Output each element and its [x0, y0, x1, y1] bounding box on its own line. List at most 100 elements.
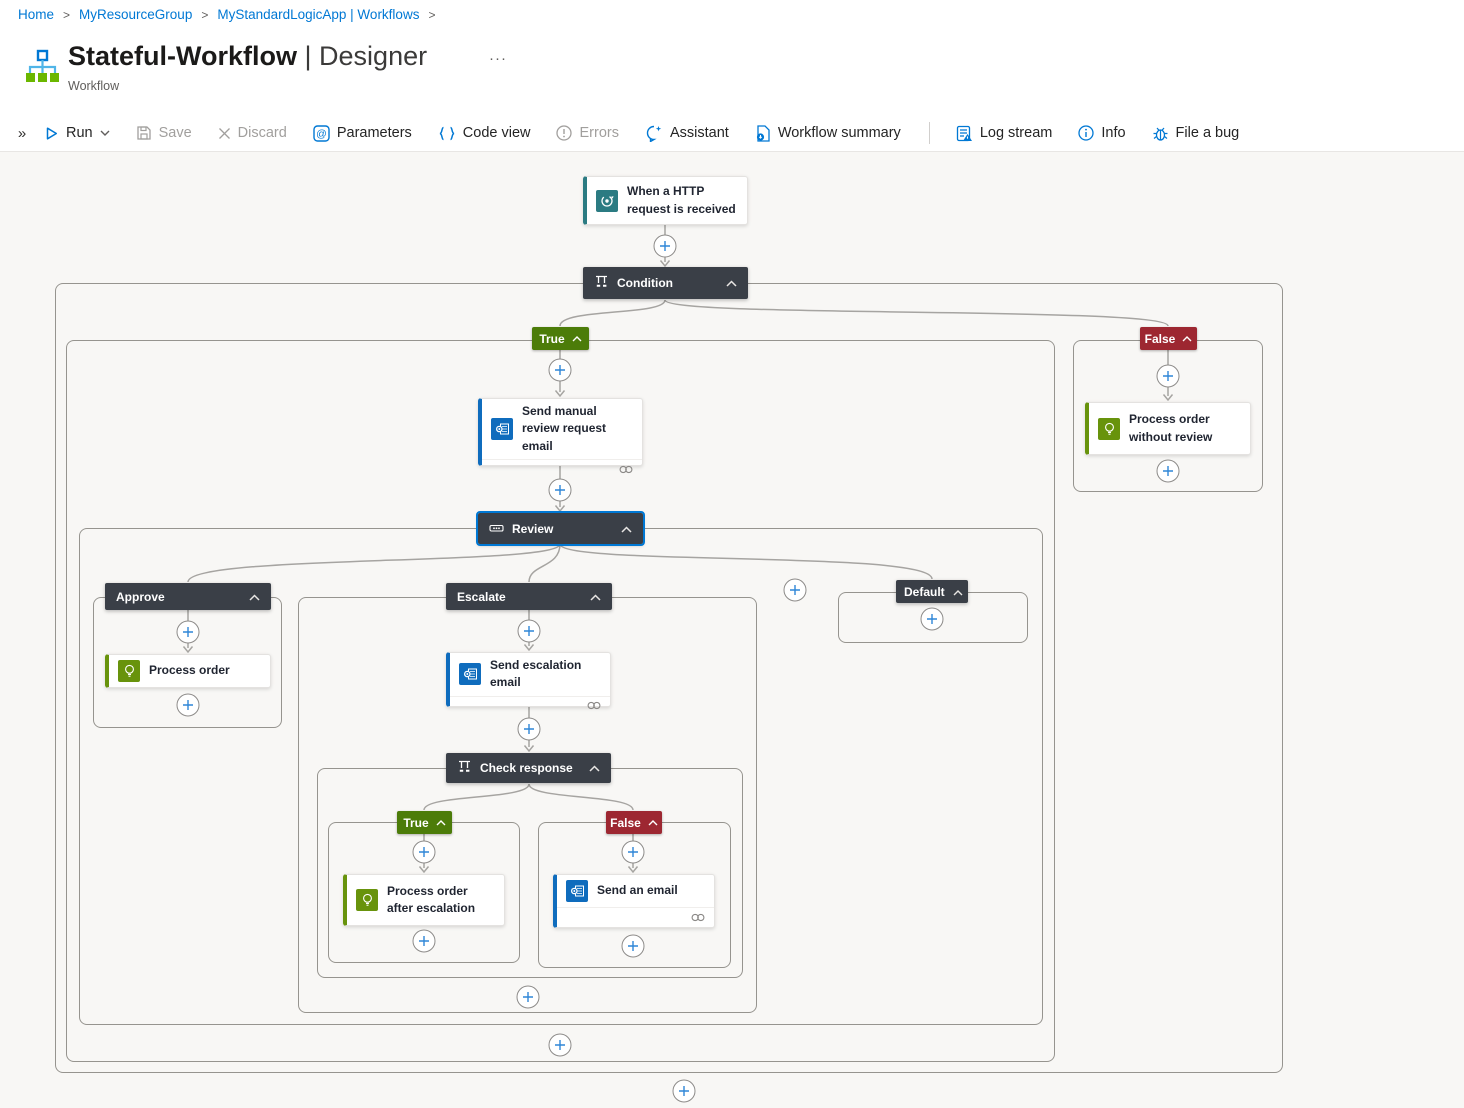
check-false-badge[interactable]: False — [606, 811, 662, 834]
collapse-chevron-icon[interactable] — [249, 590, 260, 604]
connection-link-icon — [587, 697, 601, 715]
breadcrumb-resource-group[interactable]: MyResourceGroup — [79, 7, 193, 22]
add-action-button[interactable] — [548, 1033, 572, 1057]
collapse-chevron-icon[interactable] — [953, 585, 963, 599]
view-name: Designer — [319, 41, 428, 71]
add-action-button[interactable] — [176, 693, 200, 717]
send-an-email-node[interactable]: Send an email — [553, 874, 715, 928]
bug-icon — [1152, 125, 1169, 142]
page-title: Stateful-Workflow | Designer — [68, 41, 427, 72]
process-order-node[interactable]: Process order — [105, 654, 271, 688]
log-stream-button[interactable]: Log stream — [956, 125, 1053, 142]
close-icon — [218, 127, 231, 140]
action-label: Send manual review request email — [522, 404, 607, 453]
breadcrumb-separator: > — [428, 7, 436, 22]
trigger-label: When a HTTP request is received — [627, 184, 736, 216]
play-icon — [44, 126, 59, 141]
run-button[interactable]: Run — [44, 125, 110, 141]
file-a-bug-button[interactable]: File a bug — [1152, 125, 1239, 142]
add-action-button[interactable] — [176, 620, 200, 644]
check-true-badge[interactable]: True — [397, 811, 452, 834]
condition-true-badge[interactable]: True — [532, 327, 589, 350]
workflow-summary-button[interactable]: Workflow summary — [755, 124, 901, 142]
action-label: Send escalation email — [490, 658, 582, 690]
review-switch-node[interactable]: Review — [476, 511, 645, 546]
add-action-button[interactable] — [621, 934, 645, 958]
workflow-icon — [24, 48, 60, 89]
breadcrumb-home[interactable]: Home — [18, 7, 55, 22]
action-label: Send an email — [597, 883, 678, 898]
case-label: Approve — [116, 589, 165, 604]
log-stream-label: Log stream — [979, 125, 1053, 141]
approve-case-header[interactable]: Approve — [105, 583, 271, 610]
more-actions-button[interactable]: ··· — [489, 50, 507, 67]
add-action-button[interactable] — [412, 929, 436, 953]
breadcrumb-separator: > — [201, 7, 209, 22]
send-escalation-email-node[interactable]: Send escalation email — [446, 652, 611, 710]
condition-false-badge[interactable]: False — [1140, 327, 1197, 350]
true-badge-label: True — [539, 331, 565, 346]
process-order-without-review-node[interactable]: Process order without review — [1085, 402, 1251, 455]
send-manual-review-email-node[interactable]: Send manual review request email — [478, 398, 643, 473]
expand-panel-button[interactable]: » — [17, 124, 27, 142]
add-action-button[interactable] — [548, 358, 572, 382]
discard-label: Discard — [237, 125, 287, 141]
designer-canvas[interactable]: When a HTTP request is received Conditio… — [0, 152, 1464, 1108]
save-button[interactable]: Save — [136, 125, 192, 141]
add-action-button[interactable] — [653, 234, 677, 258]
assistant-button[interactable]: Assistant — [645, 125, 729, 142]
add-action-button[interactable] — [517, 619, 541, 643]
collapse-chevron-icon[interactable] — [726, 276, 737, 290]
default-case-header[interactable]: Default — [896, 580, 968, 603]
add-action-button[interactable] — [672, 1079, 696, 1103]
case-label: Default — [904, 584, 945, 599]
add-case-button[interactable] — [783, 578, 807, 602]
condition-node[interactable]: Condition — [583, 267, 748, 299]
add-action-button[interactable] — [1156, 459, 1180, 483]
code-braces-icon — [438, 126, 456, 141]
add-action-button[interactable] — [621, 840, 645, 864]
parameters-icon: @ — [313, 124, 330, 142]
save-icon — [136, 125, 152, 141]
info-button[interactable]: Info — [1078, 125, 1126, 141]
escalate-case-header[interactable]: Escalate — [446, 583, 612, 610]
case-label: Escalate — [457, 589, 506, 604]
toolbar-divider-line — [0, 151, 1464, 152]
info-label: Info — [1101, 125, 1126, 141]
add-action-button[interactable] — [920, 607, 944, 631]
info-icon — [1078, 125, 1095, 141]
check-response-node[interactable]: Check response — [446, 753, 611, 783]
parameters-button[interactable]: @ Parameters — [313, 124, 412, 142]
chevron-down-icon — [100, 130, 110, 136]
connection-link-icon — [619, 461, 633, 479]
add-action-button[interactable] — [516, 985, 540, 1009]
add-action-button[interactable] — [517, 717, 541, 741]
add-action-button[interactable] — [1156, 364, 1180, 388]
add-action-button[interactable] — [548, 478, 572, 502]
action-label: Process order without review — [1129, 412, 1213, 444]
discard-button[interactable]: Discard — [218, 125, 287, 141]
assistant-label: Assistant — [669, 125, 729, 141]
false-badge-label: False — [610, 815, 641, 830]
outlook-icon — [459, 663, 481, 686]
code-view-label: Code view — [462, 125, 531, 141]
svg-text:@: @ — [316, 128, 327, 140]
collapse-chevron-icon[interactable] — [590, 590, 601, 604]
collapse-chevron-icon[interactable] — [621, 522, 632, 536]
title-separator: | — [304, 41, 312, 71]
breadcrumb-separator: > — [63, 7, 71, 22]
switch-icon — [489, 522, 504, 536]
errors-label: Errors — [579, 125, 619, 141]
collapse-chevron-icon[interactable] — [589, 761, 600, 775]
process-order-after-escalation-node[interactable]: Process order after escalation — [343, 874, 505, 926]
trigger-node-http-request[interactable]: When a HTTP request is received — [583, 176, 748, 225]
breadcrumb-logic-app-workflows[interactable]: MyStandardLogicApp | Workflows — [217, 7, 420, 22]
condition-label: Condition — [617, 276, 673, 290]
errors-button[interactable]: Errors — [556, 125, 619, 141]
save-label: Save — [158, 125, 192, 141]
code-view-button[interactable]: Code view — [438, 125, 531, 141]
condition-icon — [457, 760, 472, 776]
add-action-button[interactable] — [412, 840, 436, 864]
lightbulb-icon — [118, 660, 140, 682]
outlook-icon — [566, 880, 588, 902]
